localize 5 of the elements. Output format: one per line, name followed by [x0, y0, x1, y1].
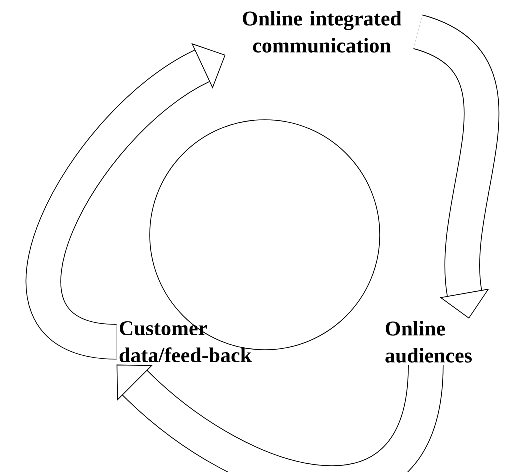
curved-block-arrow: [26, 43, 226, 360]
curved-block-arrow: [116, 364, 444, 472]
cycle-label: Online integrated communication: [243, 11, 402, 53]
curved-block-arrow: [412, 15, 500, 319]
cycle-label: Online audiences: [386, 321, 472, 363]
